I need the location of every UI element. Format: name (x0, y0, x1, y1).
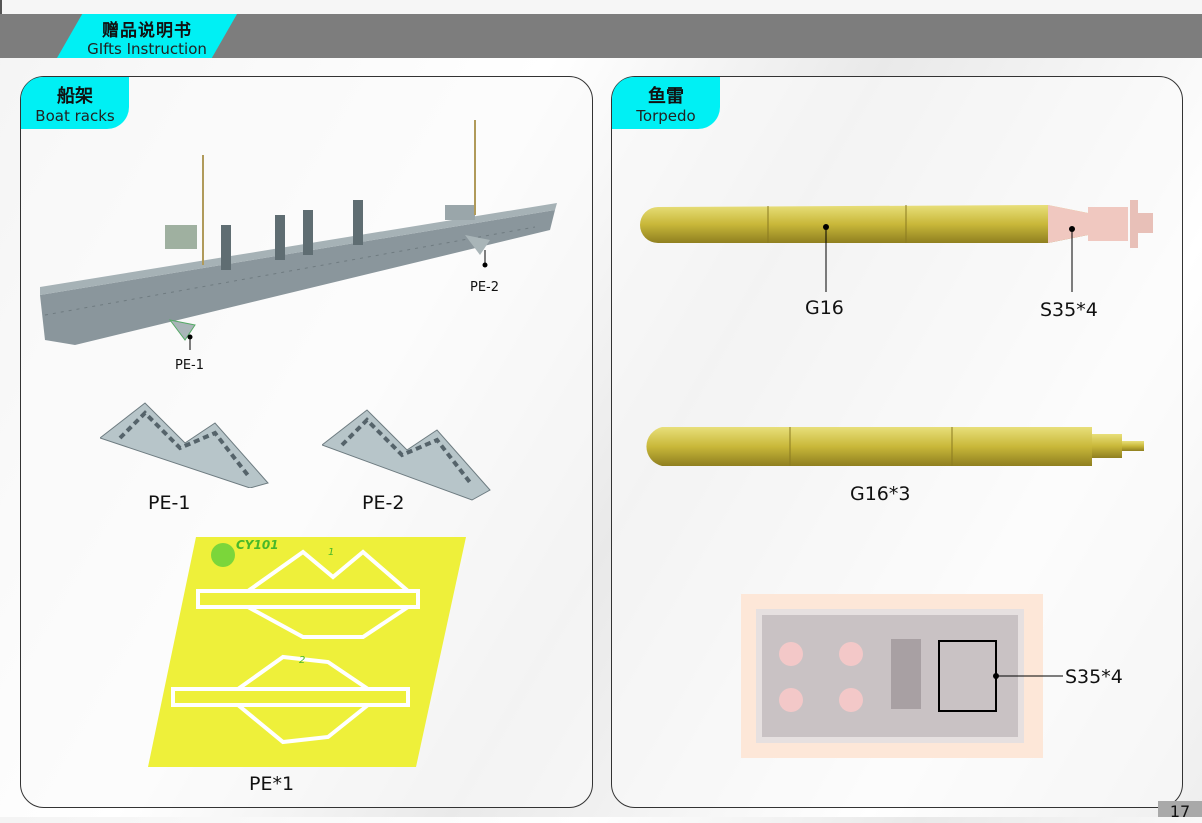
callout-g16: G16 (805, 297, 844, 319)
callout-pe1: PE-1 (175, 358, 205, 373)
fret-number-2: 2 (299, 655, 306, 666)
boat-racks-tab: 船架 Boat racks (21, 77, 129, 129)
label-sprue-s35: S35*4 (1065, 666, 1123, 688)
fret-logo-text: CY101 (236, 538, 279, 552)
header-title-en: GIfts Instruction (87, 40, 207, 58)
callout-s35: S35*4 (1040, 299, 1098, 321)
pe2-rack-illustration (322, 409, 491, 501)
callout-lines (825, 250, 1073, 292)
header-title-cn: 赠品说明书 (102, 21, 192, 41)
sprue-illustration (741, 594, 1063, 758)
part-label-pe2: PE-2 (362, 492, 405, 514)
boat-racks-title-en: Boat racks (35, 107, 115, 125)
torpedo-assembled-illustration (640, 200, 1153, 255)
page-number: 17 (1158, 801, 1202, 821)
ship-illustration (40, 120, 557, 350)
label-g16x3: G16*3 (850, 483, 911, 505)
torpedo-tab: 鱼雷 Torpedo (612, 77, 720, 129)
header-title: 赠品说明书 GIfts Instruction (57, 14, 237, 58)
pe1-rack-illustration (100, 402, 269, 488)
boat-racks-title-cn: 船架 (57, 86, 93, 107)
torpedo-title-cn: 鱼雷 (648, 86, 684, 107)
part-label-pe1: PE-1 (148, 492, 191, 514)
top-margin (0, 0, 1202, 14)
fret-number-1: 1 (328, 547, 335, 558)
torpedo-body-illustration (646, 427, 1144, 466)
torpedo-title-en: Torpedo (636, 107, 696, 125)
fret-label: PE*1 (249, 773, 295, 795)
pe-fret-illustration (148, 537, 466, 767)
callout-pe2: PE-2 (470, 280, 500, 295)
